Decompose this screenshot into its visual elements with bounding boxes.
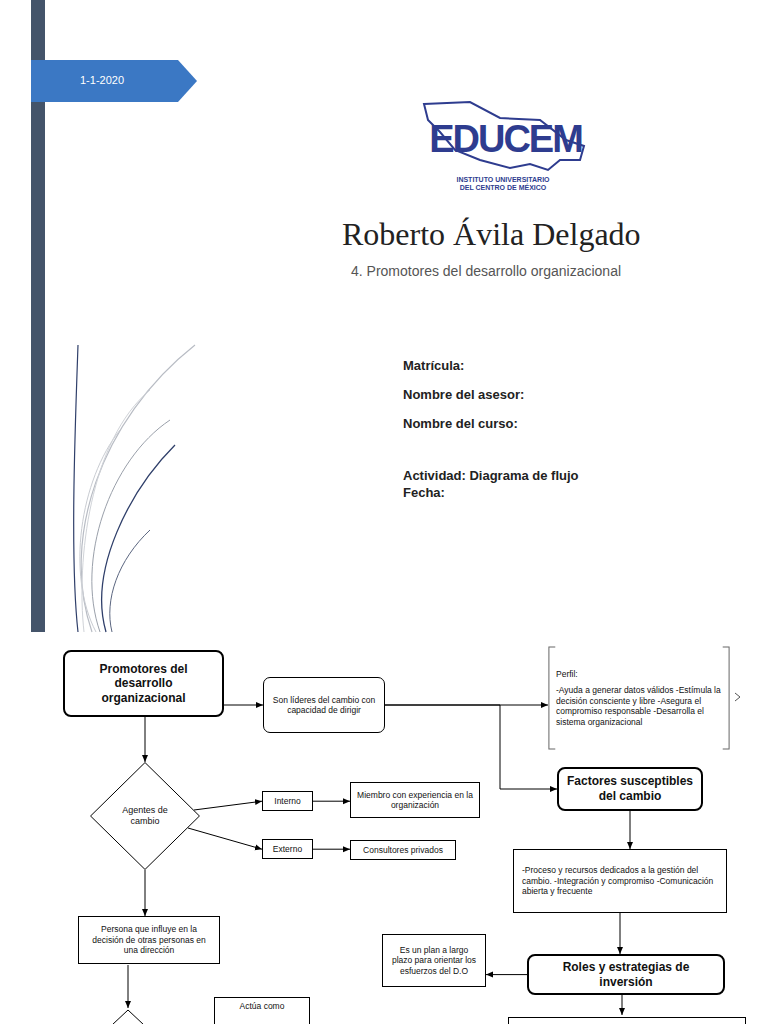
node-text: Interno [274,796,300,806]
start-box: Promotores del desarrollo organizacional [63,650,224,717]
flow-connector [385,705,557,789]
flow-arrow [128,965,129,1008]
process-box: Son líderes del cambio con capacidad de … [263,677,385,733]
bracket-tip [735,693,740,701]
field-label: Actividad: Diagrama de flujo [403,468,703,483]
flow-connector [194,801,262,810]
node-text: Es un plan a largo plazo para orientar l… [389,945,479,976]
flow-connector [313,849,350,850]
logo-text: EDUCEM [418,120,593,158]
date-text: 1-1-2020 [80,74,180,86]
flow-connector [145,717,146,762]
process-box [509,1018,746,1024]
node-text: Consultores privados [363,845,443,855]
process-box: Persona que influye en la decisión de ot… [78,916,220,964]
field-label: Fecha: [403,485,703,500]
decision-diamond [96,1010,160,1024]
node-text: Agentes de cambio [121,805,169,827]
institute-name: INSTITUTO UNIVERSITARIO DEL CENTRO DE MÉ… [453,176,553,193]
flow-connector [620,913,621,954]
swirl-lines [74,345,195,632]
date-tab [31,60,197,102]
node-text: Miembro con experiencia en la organizaci… [357,790,473,811]
author-name: Roberto Ávila Delgado [342,216,742,253]
field-label: Nombre del asesor: [403,387,703,402]
flow-connector [486,974,527,975]
subtitle: 4. Promotores del desarrollo organizacio… [351,263,751,279]
node-text: Roles y estrategias de inversión [535,960,717,989]
process-box: -Proceso y recursos dedicados a la gesti… [513,849,727,913]
node-text: Factores susceptibles del cambio [565,774,695,803]
flow-connector [630,811,631,849]
field-label: Nombre del curso: [403,416,703,431]
node-heading: Perfil: [556,669,578,679]
profile-bracket: Perfil: -Ayuda a generar datos válidos -E… [548,646,730,750]
flow-connector [145,870,146,916]
start-box: Factores susceptibles del cambio [557,767,703,811]
node-text: -Ayuda a generar datos válidos -Estímula… [556,685,722,726]
flow-connector [313,801,350,802]
process-box: Interno [262,791,313,811]
decision-diamond: Agentes de cambio [90,762,200,870]
flow-connector [188,828,262,849]
process-box: Miembro con experiencia en la organizaci… [350,782,480,818]
process-box: Externo [262,839,313,859]
node-text: Promotores del desarrollo organizacional [71,662,216,706]
node-text: Persona que influye en la decisión de ot… [85,924,213,955]
node-text: Externo [273,844,302,854]
process-box: Consultores privados [350,840,456,860]
flow-connector [224,705,263,706]
node-text: Actúa como [240,1001,285,1011]
process-box: Actúa como [214,997,310,1024]
start-box: Roles y estrategias de inversión [527,954,725,995]
node-text: Son líderes del cambio con capacidad de … [270,695,378,716]
process-box: Es un plan a largo plazo para orientar l… [382,934,486,987]
node-text: -Proceso y recursos dedicados a la gesti… [522,865,718,896]
field-label: Matrícula: [403,358,703,373]
